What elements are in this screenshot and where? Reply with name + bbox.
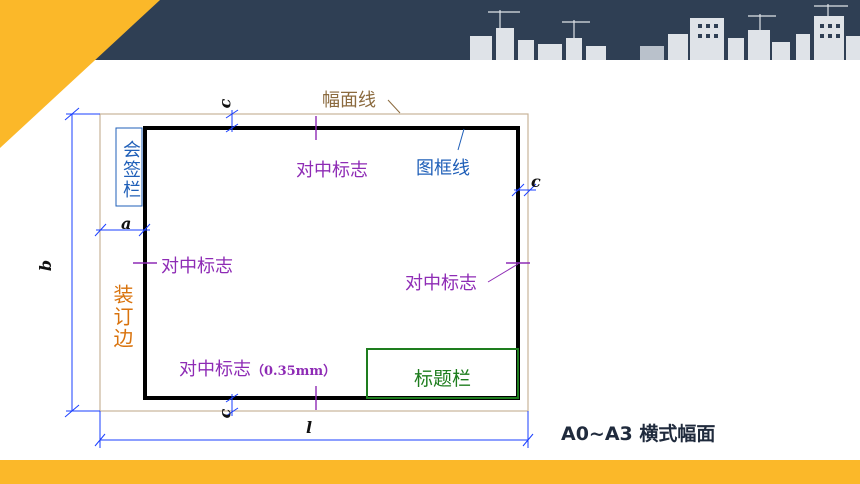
center-mark-bottom-label: 对中标志（0.35mm） — [179, 355, 336, 381]
dimension-b: b — [36, 259, 56, 272]
center-mark-spec: （0.35mm） — [251, 364, 337, 379]
title-block-label: 标题栏 — [414, 368, 472, 390]
binding-edge-label: 装订边 — [110, 284, 134, 350]
corner-accent — [0, 0, 160, 148]
border-line-leader — [457, 128, 465, 151]
dimension-c-bottom: c — [215, 408, 235, 419]
countersign-box — [115, 127, 143, 207]
dimension-c-right: c — [531, 172, 541, 191]
center-mark-left-label: 对中标志 — [161, 256, 233, 277]
center-mark-bottom-text: 对中标志 — [179, 359, 251, 380]
dimension-a: a — [121, 214, 132, 233]
footer-bar — [0, 460, 860, 484]
dimension-c-top: c — [215, 98, 235, 109]
city-skyline-icon — [470, 4, 860, 60]
center-marks — [133, 116, 530, 410]
frame-line-label: 幅面线 — [322, 90, 376, 111]
frame-line-leader — [387, 99, 401, 114]
center-mark-top-label: 对中标志 — [296, 160, 368, 181]
header-bar — [0, 0, 860, 60]
center-mark-right-leader — [487, 263, 519, 283]
countersign-label: 会签栏 — [120, 140, 141, 200]
center-mark-right-label: 对中标志 — [405, 273, 477, 294]
dimension-l: l — [306, 418, 313, 437]
title-block-rect — [366, 348, 519, 399]
diagram-caption: A0~A3 横式幅面 — [561, 423, 716, 445]
dimension-lines — [64, 107, 537, 448]
border-line-label: 图框线 — [416, 158, 470, 179]
